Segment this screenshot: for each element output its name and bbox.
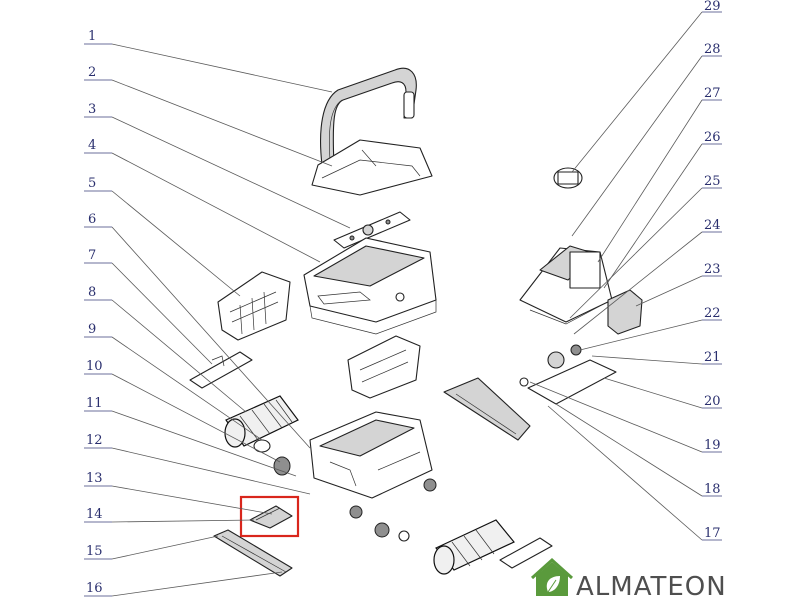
logo-text: ALMATEON — [576, 572, 727, 600]
callout-24: 24 — [704, 218, 721, 233]
callout-1: 1 — [88, 29, 96, 44]
callout-4: 4 — [88, 138, 96, 153]
callout-15: 15 — [86, 544, 103, 559]
callout-10: 10 — [86, 359, 103, 374]
almateon-logo: ALMATEON — [530, 557, 727, 600]
callout-18: 18 — [704, 482, 721, 497]
part-highlighted — [249, 505, 293, 529]
callout-5: 5 — [88, 176, 96, 191]
callout-23: 23 — [704, 262, 721, 277]
callout-17: 17 — [704, 526, 721, 541]
part-upper-housing — [303, 237, 437, 335]
part-impeller — [553, 167, 583, 189]
callout-19: 19 — [704, 438, 721, 453]
callout-14: 14 — [86, 507, 103, 522]
callout-13: 13 — [86, 471, 103, 486]
part-roller-brush-left — [224, 395, 299, 448]
part-box — [607, 289, 643, 335]
part-handle — [320, 67, 417, 166]
callout-26: 26 — [704, 130, 721, 145]
part-filter-basket-center — [347, 335, 421, 399]
callout-21: 21 — [704, 350, 721, 365]
callout-8: 8 — [88, 285, 96, 300]
part-flap-bottom — [499, 537, 553, 569]
leader-lines-left — [84, 43, 351, 597]
callout-3: 3 — [88, 102, 96, 117]
callout-27: 27 — [704, 86, 721, 101]
callout-28: 28 — [704, 42, 721, 57]
callout-20: 20 — [704, 394, 721, 409]
callout-16: 16 — [86, 581, 103, 596]
callout-11: 11 — [86, 396, 103, 411]
part-top-cover — [311, 139, 433, 196]
callout-9: 9 — [88, 322, 96, 337]
callout-6: 6 — [88, 212, 96, 227]
callout-7: 7 — [88, 248, 96, 263]
part-cover-plate — [333, 211, 411, 249]
part-track-belt-left — [213, 529, 293, 577]
callout-25: 25 — [704, 174, 721, 189]
part-filter-basket-left — [217, 271, 291, 341]
callout-12: 12 — [86, 433, 103, 448]
part-roller-brush-right — [433, 519, 515, 575]
highlight-frame — [239, 495, 300, 538]
house-leaf-icon — [530, 557, 574, 596]
callout-numbers-left: 1 2 3 4 5 6 7 8 9 10 11 12 13 14 15 16 — [86, 29, 103, 596]
leader-lines-right — [529, 11, 722, 541]
part-track-belt-right — [443, 377, 531, 441]
callout-22: 22 — [704, 306, 721, 321]
part-base-plate — [519, 344, 617, 405]
callout-29: 29 — [704, 0, 721, 14]
callout-numbers-right: 29 28 27 26 25 24 23 22 21 20 19 18 17 — [704, 0, 721, 541]
part-motor-block — [519, 245, 613, 325]
part-chassis — [309, 411, 437, 542]
part-flap-bar — [189, 351, 253, 389]
callout-2: 2 — [88, 65, 96, 80]
part-small-gears — [253, 439, 291, 476]
